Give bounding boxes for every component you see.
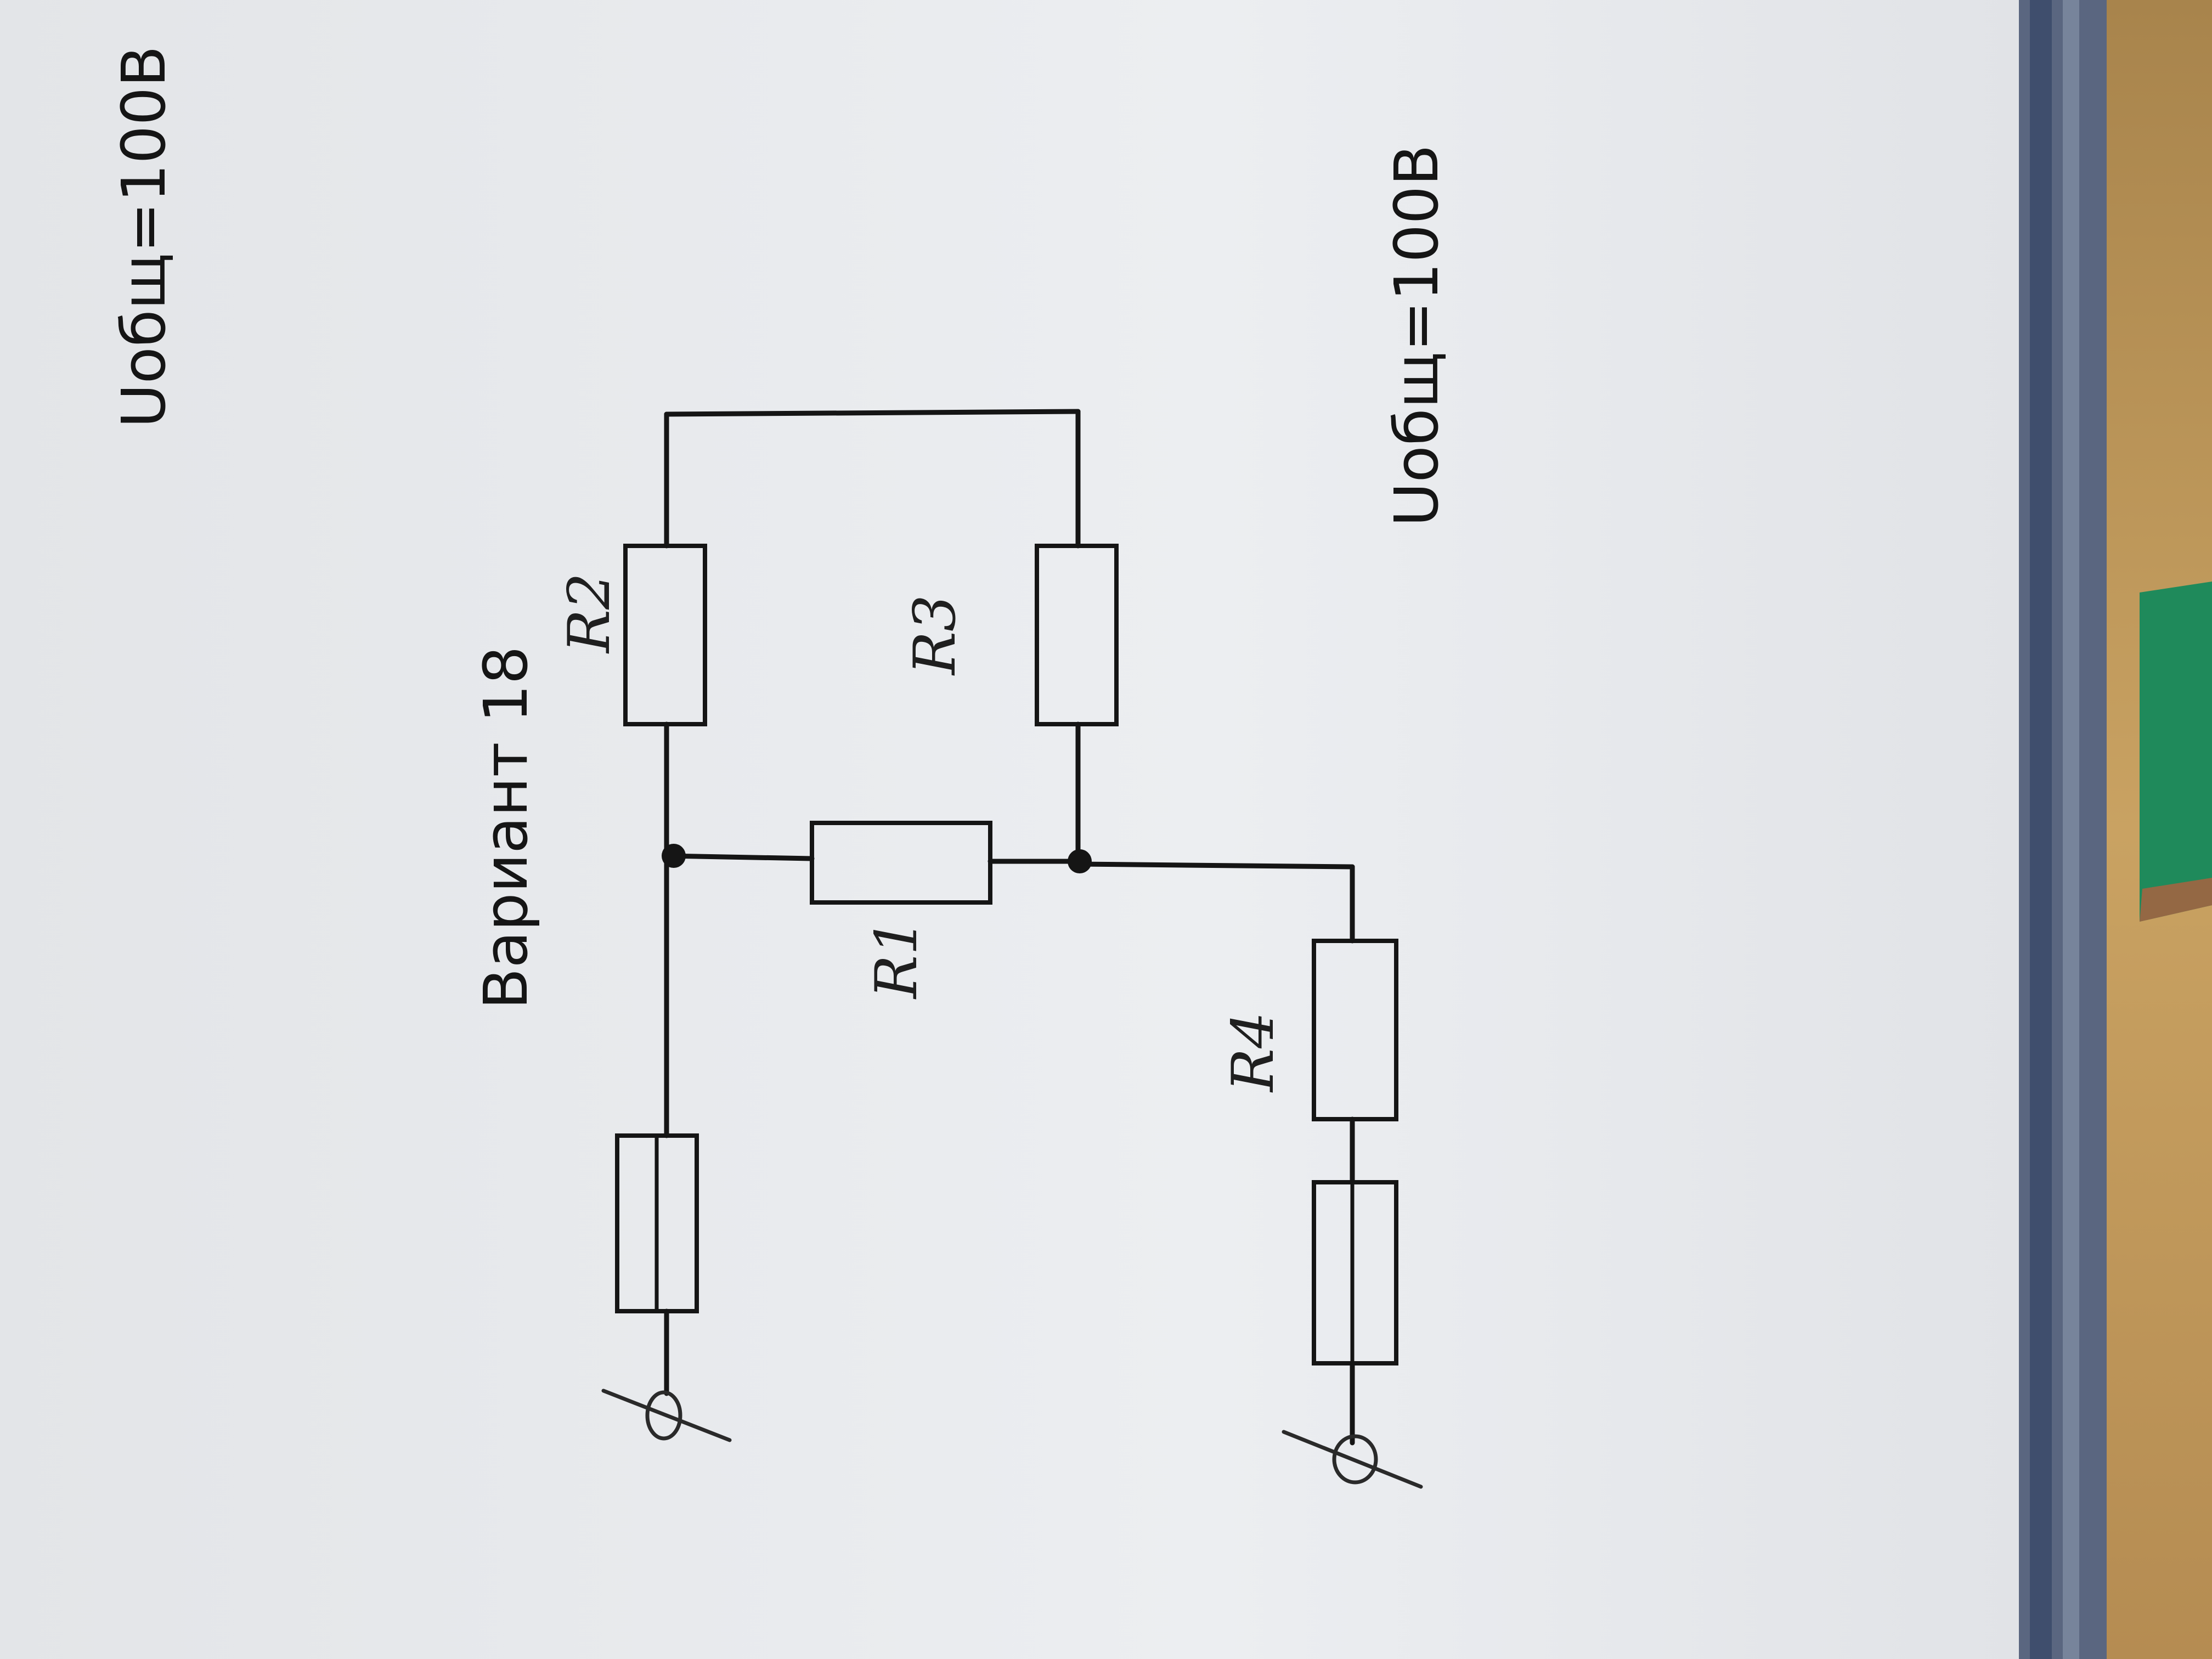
fuse-right bbox=[1312, 1180, 1398, 1365]
voltage-label-bottom: Uобщ=100В bbox=[1381, 144, 1452, 527]
circuit-diagram bbox=[664, 409, 1355, 1446]
label-r4: R4 bbox=[1220, 1012, 1286, 1093]
terminal-left bbox=[601, 1389, 732, 1442]
resistor-r1 bbox=[810, 821, 992, 905]
paper-sheet bbox=[0, 0, 2019, 1659]
resistor-r2 bbox=[623, 544, 707, 726]
fuse-left bbox=[615, 1133, 699, 1313]
label-r1: R1 bbox=[863, 918, 930, 1000]
variant-title: Вариант 18 bbox=[471, 646, 541, 1009]
label-r2: R2 bbox=[556, 573, 623, 654]
resistor-r3 bbox=[1035, 544, 1119, 726]
junction-left bbox=[662, 844, 686, 868]
junction-right bbox=[1068, 849, 1092, 873]
resistor-r4 bbox=[1312, 939, 1398, 1121]
green-clip bbox=[2140, 582, 2212, 922]
label-r3: R3 bbox=[901, 595, 968, 676]
voltage-label-top: Uобщ=100В bbox=[109, 46, 179, 428]
terminal-right bbox=[1282, 1430, 1423, 1489]
